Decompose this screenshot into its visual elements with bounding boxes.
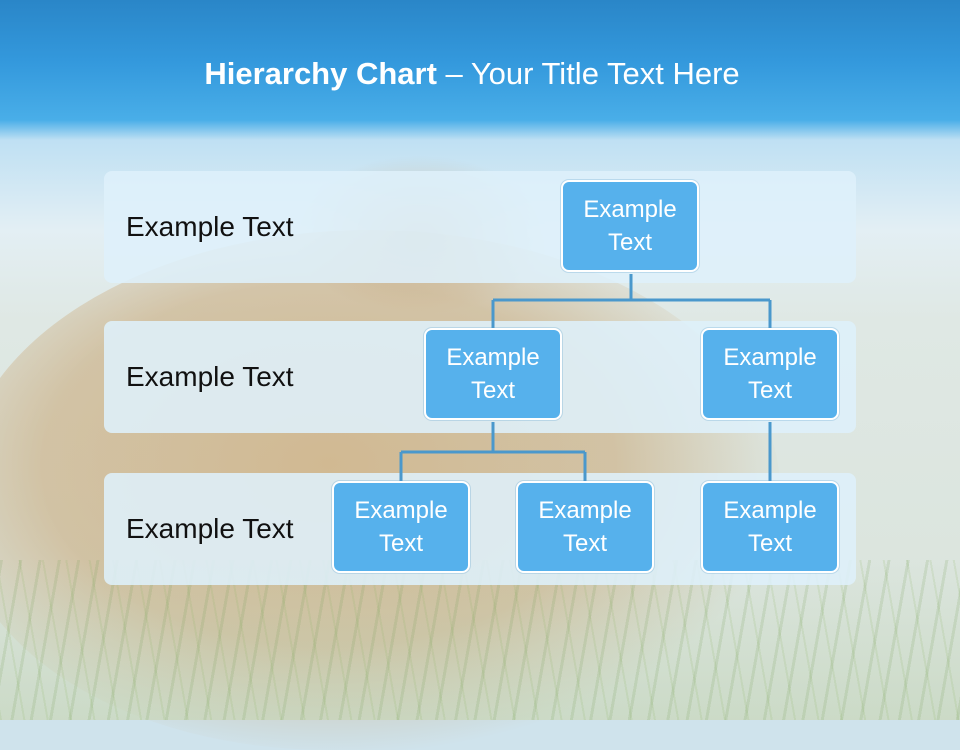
level-label-2: Example Text (126, 361, 294, 392)
node-level3-left[interactable]: Example Text (332, 481, 470, 573)
connector-root-to-level2 (491, 274, 772, 329)
title-rest: Your Title Text Here (470, 56, 740, 91)
node-level2-left[interactable]: Example Text (424, 328, 562, 420)
level-label-1: Example Text (126, 211, 294, 242)
title-dash: – (436, 56, 471, 91)
title-bold: Hierarchy Chart (204, 56, 437, 91)
level-label-3: Example Text (126, 513, 294, 544)
connector-lines (399, 274, 772, 482)
slide-title: Hierarchy Chart – Your Title Text Here (0, 54, 944, 94)
node-level2-right[interactable]: Example Text (701, 328, 839, 420)
level-band-1: Example Text (104, 171, 856, 283)
grass-background (0, 560, 960, 720)
node-level3-middle[interactable]: Example Text (516, 481, 654, 573)
node-root[interactable]: Example Text (561, 180, 699, 272)
node-level3-right[interactable]: Example Text (701, 481, 839, 573)
connector-level2-left-to-level3 (399, 422, 587, 482)
